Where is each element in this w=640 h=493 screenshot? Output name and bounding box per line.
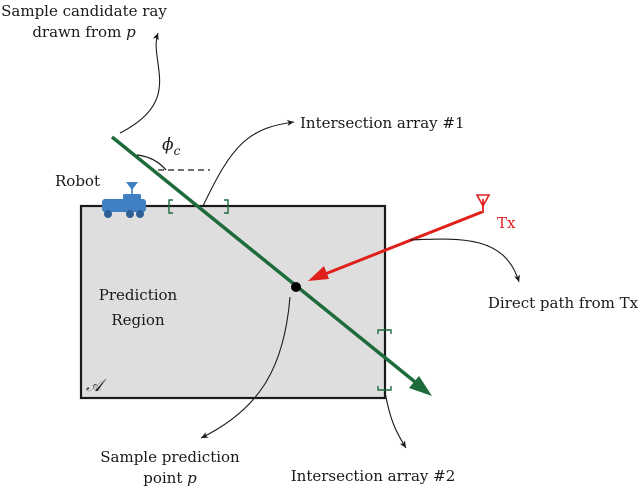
direct-path-label: Direct path from Tx [488,294,639,312]
leader-intersection-1 [202,119,295,207]
candidate-ray-label-line1: Sample candidate ray [1,2,167,20]
robot-label: Robot [55,172,100,190]
leader-intersection-2 [384,391,407,449]
angle-label: ϕc [162,135,181,158]
candidate-ray-label-line2: drawn from p [32,23,136,41]
region-label-line1: Prediction [99,286,178,304]
leader-direct-path [409,238,520,283]
intersection-array-2-label: Intersection array #2 [291,467,456,485]
prediction-region [79,204,387,400]
direct-path-line [319,210,483,278]
intersection-array-1-label: Intersection array #1 [300,114,465,132]
tx-label: Tx [497,214,516,232]
intersection-array-2-brackets [377,329,392,391]
region-symbol: 𝒜 [86,376,107,396]
angle-arc [136,154,167,171]
antenna-icon [475,194,491,213]
robot-vehicle-icon [102,182,146,218]
prediction-point-label-line1: Sample prediction [100,448,240,466]
leader-prediction-point [200,296,291,439]
candidate-ray [110,135,427,392]
prediction-point [291,282,301,292]
intersection-array-1-brackets [168,199,229,214]
direct-path-arrowhead [308,266,329,281]
region-label-line2: Region [111,311,165,329]
prediction-point-label-line2: point p [143,469,197,487]
candidate-ray-arrowhead [409,376,432,396]
leader-candidate-ray [119,32,161,134]
